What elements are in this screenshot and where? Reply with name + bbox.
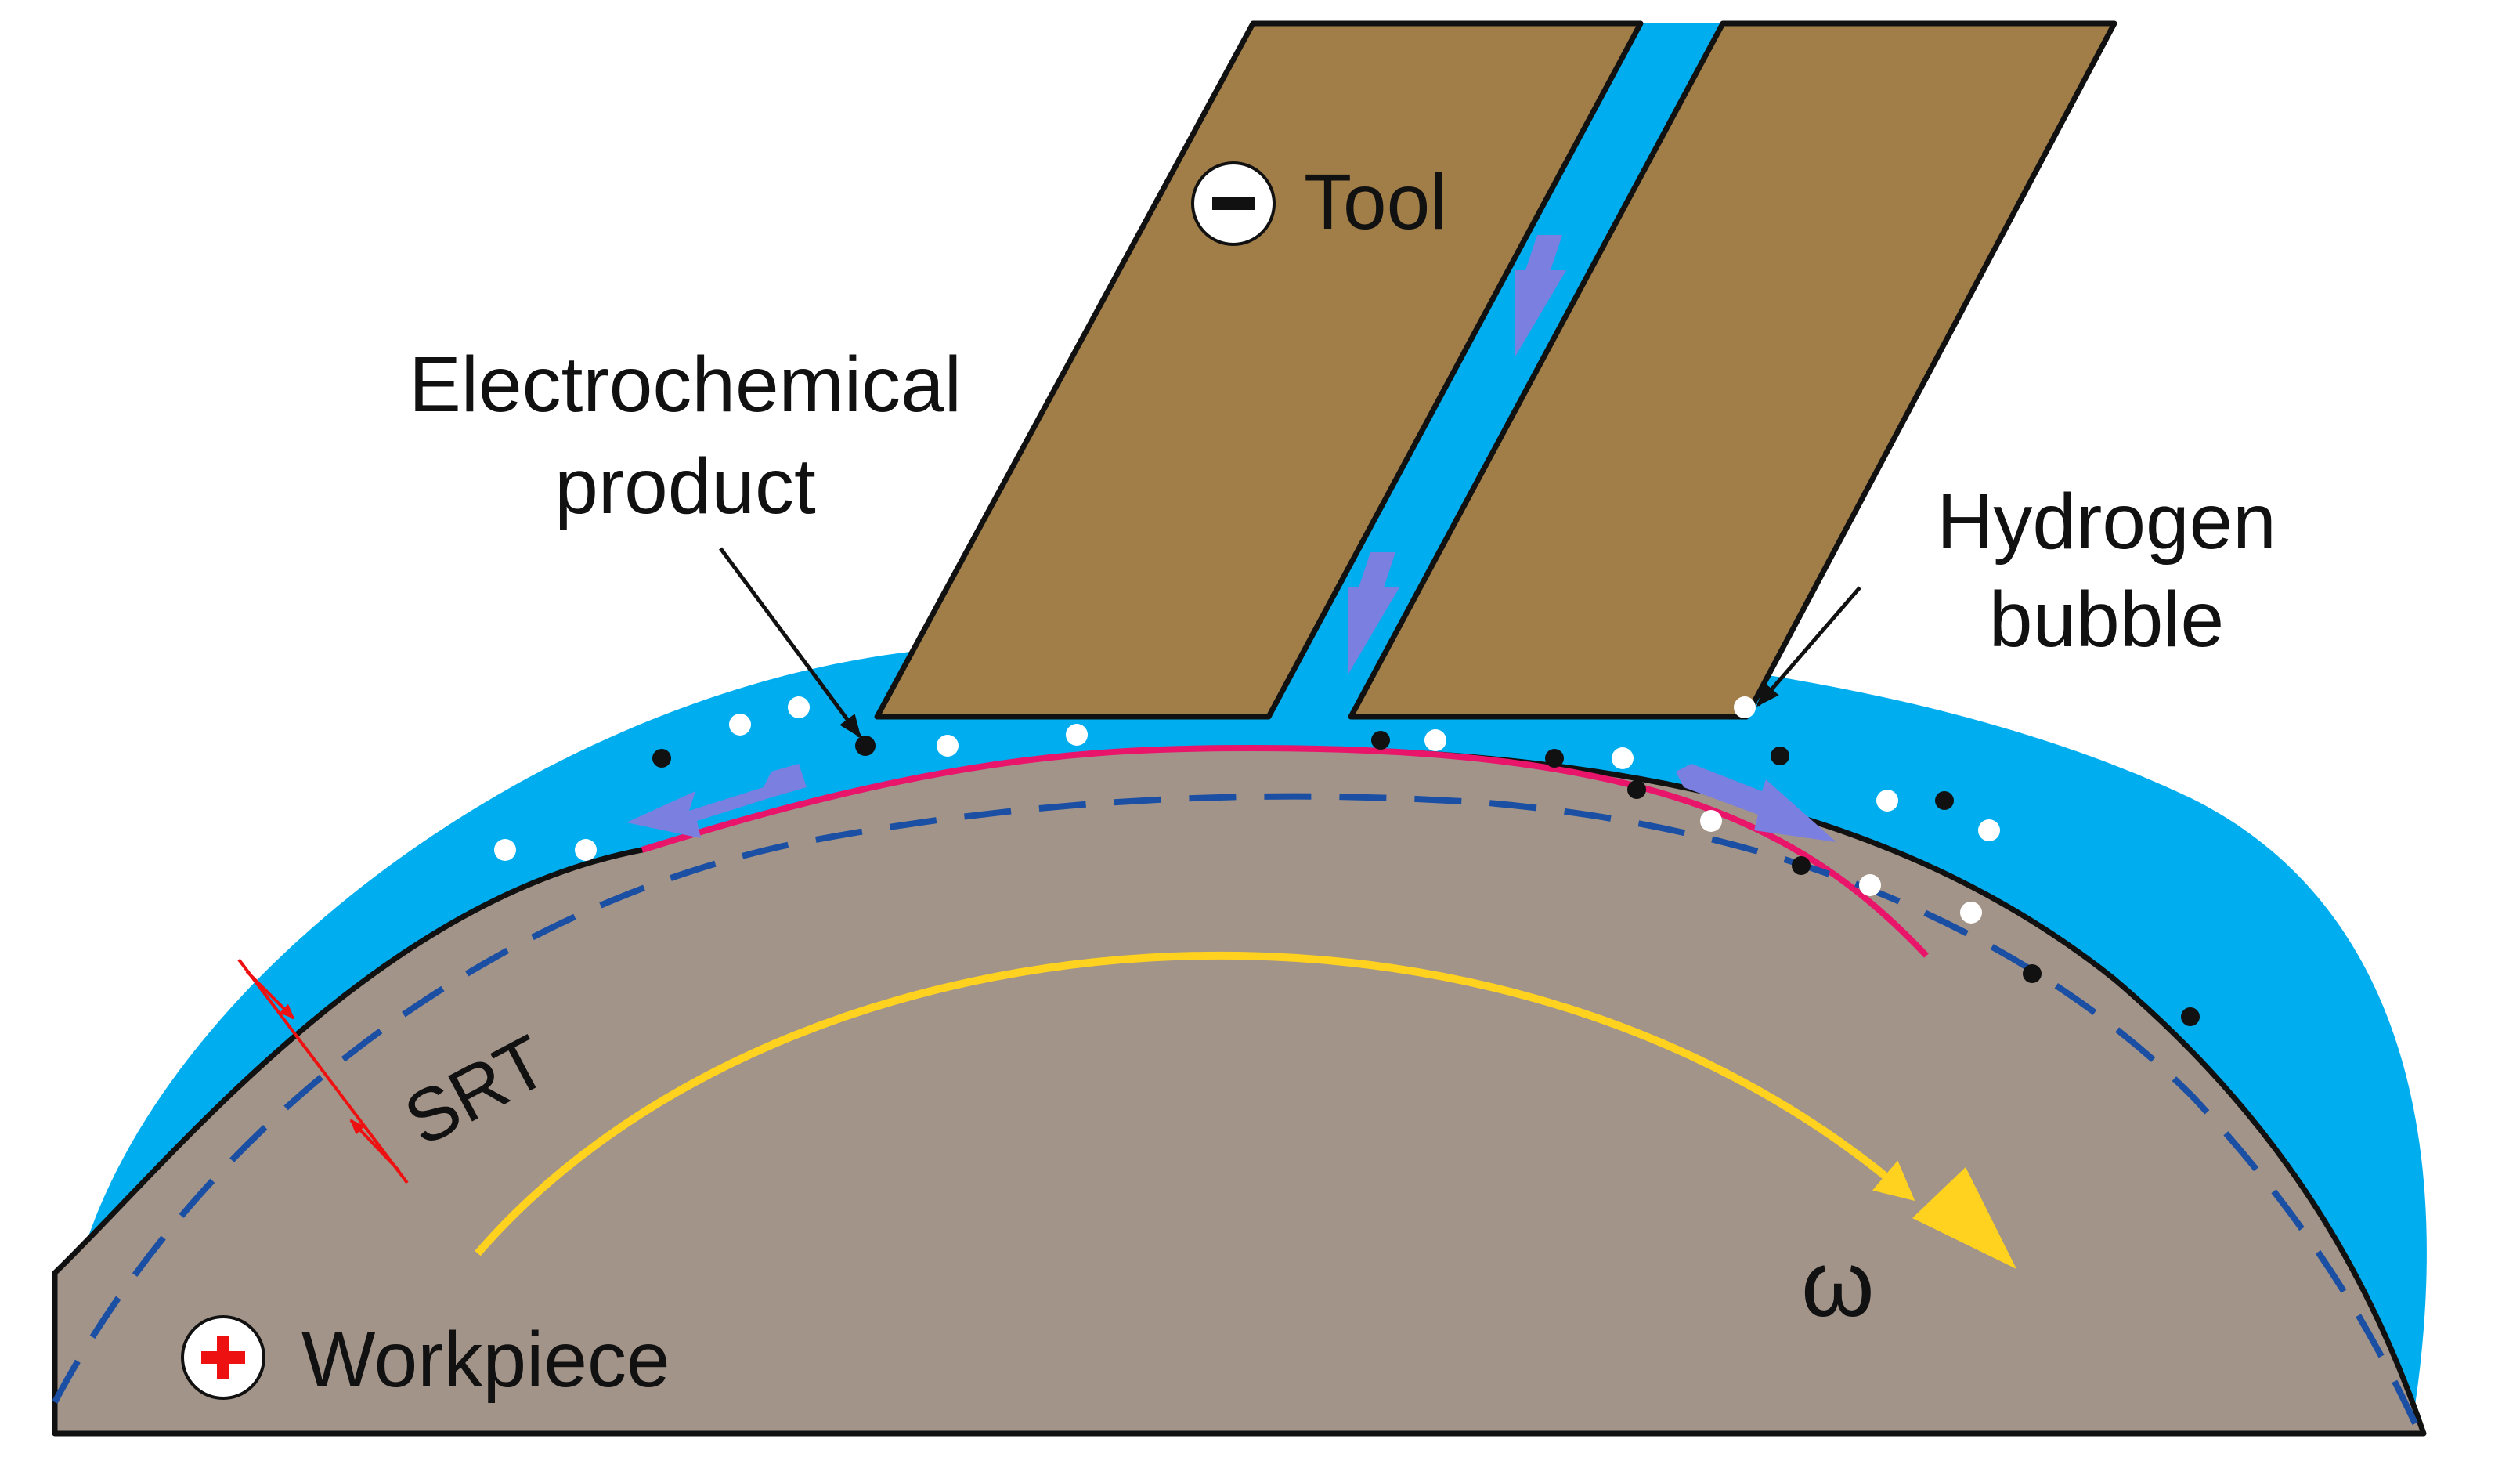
electrolyte-channel xyxy=(1269,23,1723,717)
hydrogen-bubble-callout-arrow xyxy=(1756,586,1861,707)
workpiece-plus-icon xyxy=(181,1315,265,1400)
srt-marker xyxy=(237,958,409,1184)
electrochemical-product-callout-arrow xyxy=(718,547,862,739)
rotation-arrow xyxy=(475,951,1915,1256)
hydrogen-bubbles xyxy=(494,696,2000,924)
flow-arrow-left xyxy=(626,764,807,838)
flow-arrow-channel-bottom xyxy=(1348,552,1399,674)
omega-label: ω xyxy=(1801,1231,1875,1336)
tool-minus-icon xyxy=(1191,161,1276,246)
workpiece-label: Workpiece xyxy=(301,1316,670,1404)
machined-surface xyxy=(641,744,1929,958)
original-surface-dashed xyxy=(52,793,2423,1435)
hydrogen-bubble-label-line1: Hydrogen xyxy=(1937,478,2276,566)
tool-label: Tool xyxy=(1304,158,1447,246)
electrochemical-product-particles xyxy=(652,731,2200,1026)
electrochemical-product-label-line1: Electrochemical xyxy=(409,341,962,428)
tool-left xyxy=(874,20,1644,720)
flow-arrow-right xyxy=(1676,764,1836,842)
rotation-arrow-head xyxy=(1912,1167,2016,1269)
electrochemical-product-label-line2: product xyxy=(554,443,816,530)
flow-arrow-channel-top xyxy=(1515,235,1566,356)
hydrogen-bubble-label-line2: bubble xyxy=(1989,576,2224,663)
